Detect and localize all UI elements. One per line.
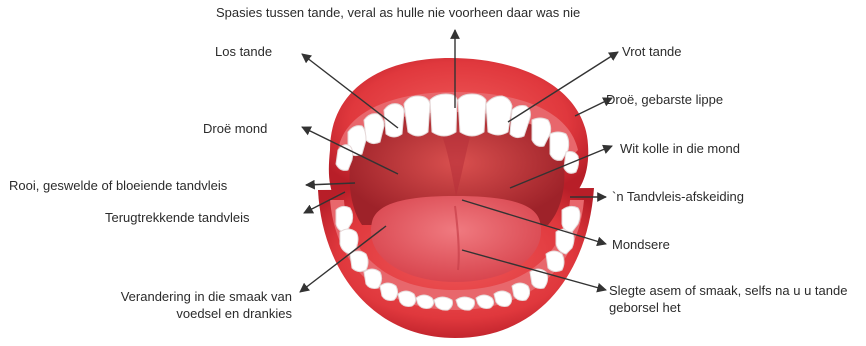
label-asem: Slegte asem of smaak, selfs na u u tande… [609, 282, 865, 316]
label-droe-mond: Droë mond [203, 120, 267, 137]
label-terugtrekkende: Terugtrekkende tandvleis [105, 209, 250, 226]
label-tandvleis-afskeiding: `n Tandvleis-afskeiding [612, 188, 744, 205]
label-droe-lippe: Droë, gebarste lippe [606, 91, 723, 108]
label-smaak: Verandering in die smaak van voedsel en … [102, 288, 292, 322]
label-rooi-tandvleis: Rooi, geswelde of bloeiende tandvleis [9, 177, 227, 194]
label-mondsere: Mondsere [612, 236, 670, 253]
label-los-tande: Los tande [215, 43, 272, 60]
label-vrot-tande: Vrot tande [622, 43, 682, 60]
label-spasies: Spasies tussen tande, veral as hulle nie… [216, 4, 580, 21]
label-wit-kolle: Wit kolle in die mond [620, 140, 740, 157]
